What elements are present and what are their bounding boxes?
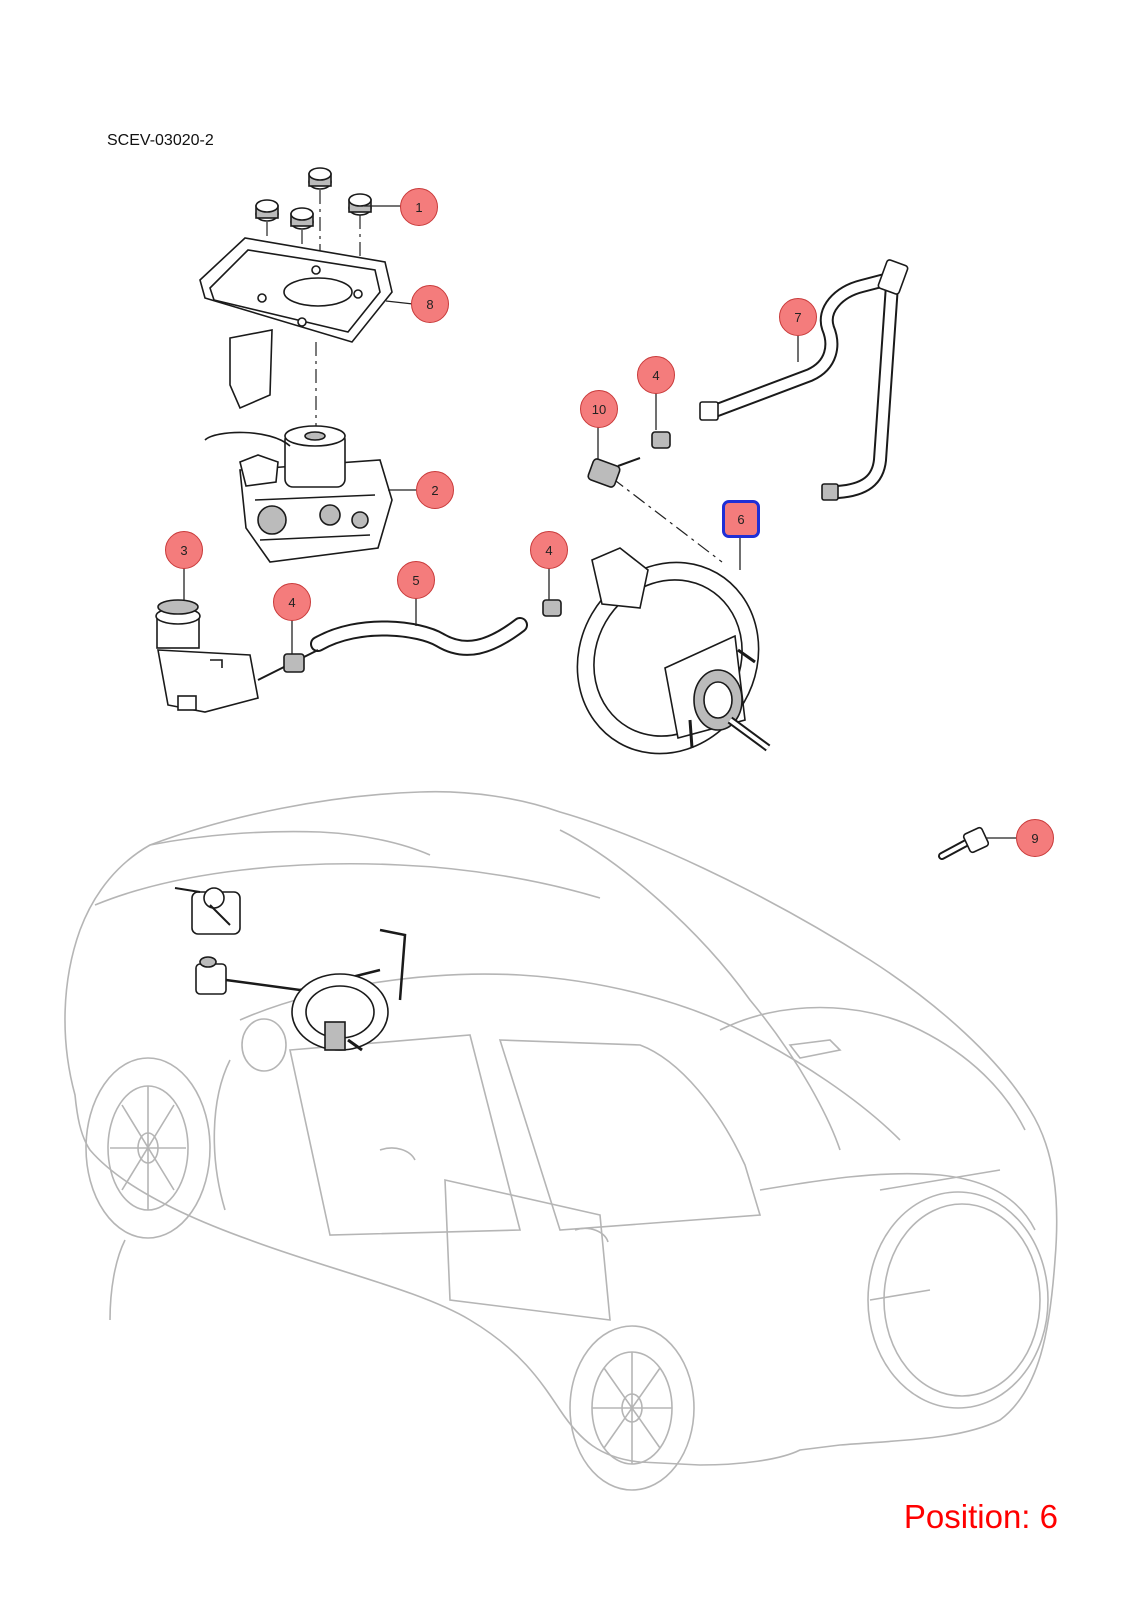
callout-label: 6	[737, 511, 745, 527]
callout-label: 1	[415, 199, 423, 215]
mounting-bolt	[938, 826, 990, 860]
position-indicator: Position: 6	[903, 1498, 1058, 1535]
brake-fluid-reservoir	[155, 599, 259, 713]
grommet-set	[255, 167, 372, 230]
callout-label: 9	[1031, 830, 1039, 846]
callout-label: 3	[180, 542, 188, 558]
callout-4-left[interactable]: 4	[273, 583, 311, 621]
callout-4-top[interactable]: 4	[637, 356, 675, 394]
callout-5[interactable]: 5	[397, 561, 435, 599]
callout-7[interactable]: 7	[779, 298, 817, 336]
callout-1[interactable]: 1	[400, 188, 438, 226]
callout-label: 10	[591, 401, 607, 417]
abs-module	[204, 425, 393, 563]
callout-label: 5	[412, 572, 420, 588]
callout-6[interactable]: 6	[722, 500, 760, 538]
callout-10[interactable]: 10	[580, 390, 618, 428]
check-valve	[587, 457, 641, 488]
callout-3[interactable]: 3	[165, 531, 203, 569]
diagram-code: SCEV-03020-2	[107, 132, 214, 149]
installed-components	[174, 887, 407, 1052]
callout-2[interactable]: 2	[416, 471, 454, 509]
callout-leaders	[183, 205, 1016, 839]
callout-label: 2	[431, 482, 439, 498]
callout-4-middle[interactable]: 4	[530, 531, 568, 569]
brake-booster	[576, 547, 771, 755]
mounting-bracket	[199, 237, 393, 410]
callout-label: 4	[652, 367, 660, 383]
callout-9[interactable]: 9	[1016, 819, 1054, 857]
hose-clamps	[283, 431, 671, 673]
callout-label: 7	[794, 309, 802, 325]
vehicle-outline	[64, 790, 1058, 1491]
callout-8[interactable]: 8	[411, 285, 449, 323]
callout-label: 4	[545, 542, 553, 558]
callout-label: 8	[426, 296, 434, 312]
callout-label: 4	[288, 594, 296, 610]
vacuum-hose	[699, 259, 909, 501]
